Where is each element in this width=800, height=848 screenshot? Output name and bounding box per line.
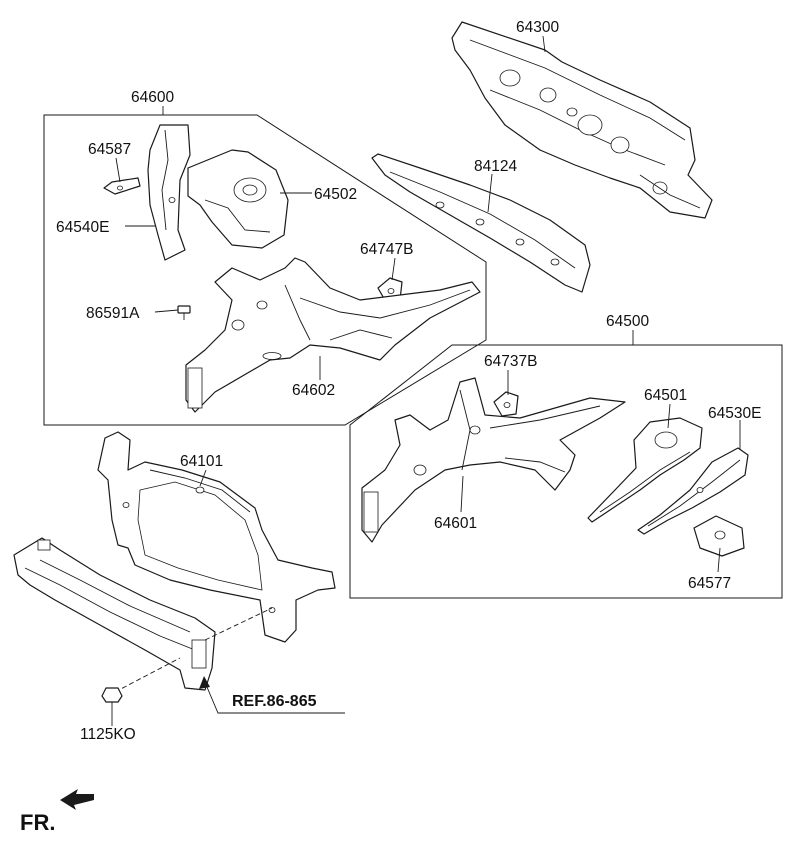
part-label-64747b: 64747B xyxy=(360,241,413,258)
part-label-64300: 64300 xyxy=(516,19,559,36)
bracket-64577-part xyxy=(693,515,745,557)
radiator-support-part xyxy=(97,431,336,643)
reference-label: REF.86-865 xyxy=(232,693,317,710)
part-label-64601: 64601 xyxy=(434,515,477,532)
dash-panel-part xyxy=(451,21,713,219)
part-label-64587: 64587 xyxy=(88,141,131,158)
front-direction-label: FR. xyxy=(20,810,55,835)
part-label-64500: 64500 xyxy=(606,313,649,330)
part-label-64577: 64577 xyxy=(688,575,731,592)
apron-upper-64530e-part xyxy=(637,447,749,535)
bolt-86591a-part xyxy=(177,305,191,320)
bumper-beam-part xyxy=(13,537,216,691)
part-label-64540e: 64540E xyxy=(56,219,109,236)
bracket-64587-part xyxy=(103,177,141,195)
cowl-crossmember-part xyxy=(371,153,591,293)
part-label-86591a: 86591A xyxy=(86,305,140,322)
strut-housing-part xyxy=(187,149,289,249)
part-label-64602: 64602 xyxy=(292,382,335,399)
part-label-64600: 64600 xyxy=(131,89,174,106)
group-64500-frame xyxy=(349,344,783,599)
part-label-64737b: 64737B xyxy=(484,353,537,370)
part-label-1125ko: 1125KO xyxy=(80,726,136,743)
reference-arrow-head xyxy=(199,676,210,689)
part-label-64530e: 64530E xyxy=(708,405,761,422)
part-label-64501: 64501 xyxy=(644,387,687,404)
assembly-dash-line-a xyxy=(114,657,181,693)
assembly-dash-line-b xyxy=(204,607,273,641)
side-member-64602-part xyxy=(185,257,481,413)
leader-lines xyxy=(111,35,741,726)
group-64600-frame xyxy=(43,114,487,426)
apron-64501-part xyxy=(587,417,703,523)
front-direction-arrow-icon xyxy=(60,789,94,810)
apron-upper-part xyxy=(147,124,191,261)
part-label-64502: 64502 xyxy=(314,186,357,203)
part-label-84124: 84124 xyxy=(474,158,517,175)
bolt-1125ko-part xyxy=(101,687,123,712)
bracket-64737b-part xyxy=(493,391,519,417)
side-member-64601-part xyxy=(361,377,626,543)
part-label-64101: 64101 xyxy=(180,453,223,470)
